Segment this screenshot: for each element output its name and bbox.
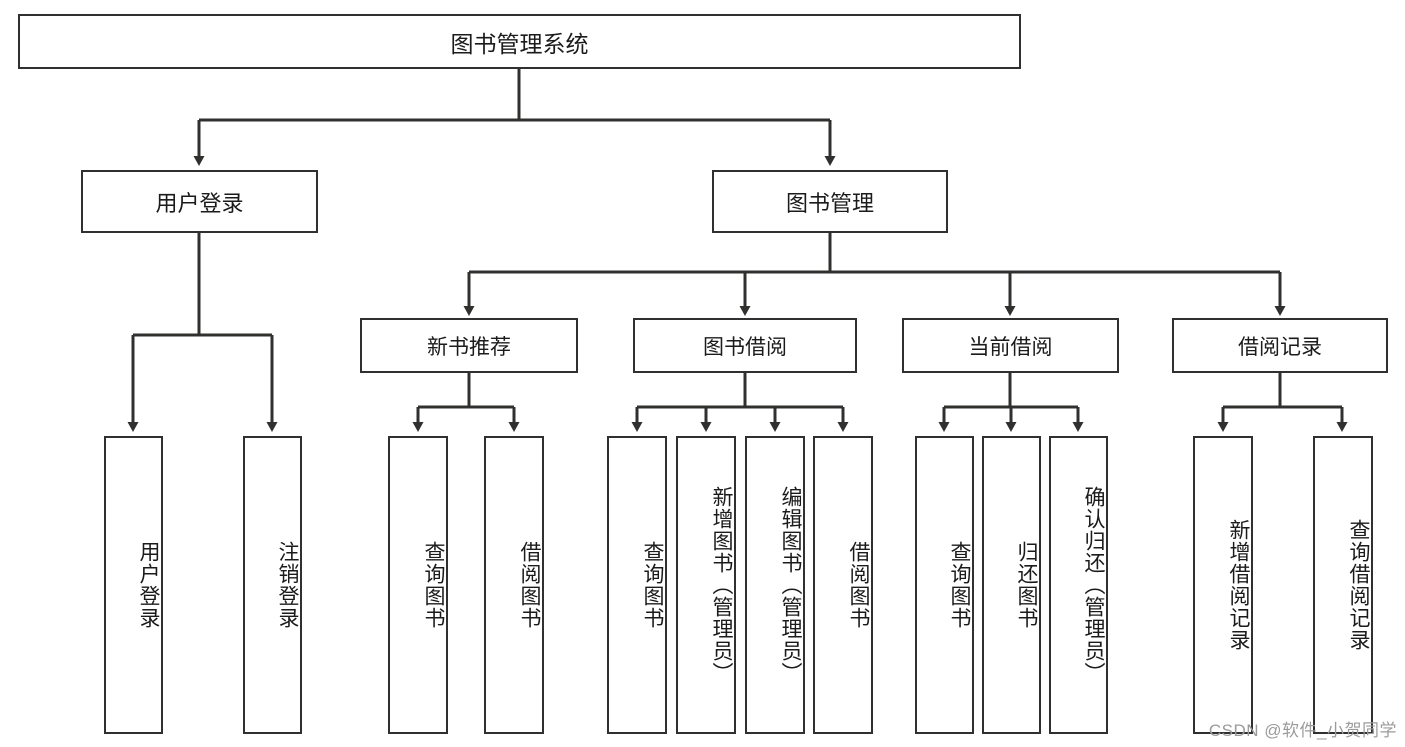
leaf-borrow-borrow-book[interactable]: 借阅图书 bbox=[813, 436, 873, 734]
node-book-borrow[interactable]: 图书借阅 bbox=[633, 318, 857, 373]
node-label: 查询借阅记录 bbox=[1347, 519, 1370, 651]
leaf-borrow-add-book-admin[interactable]: 新增图书（管理员） bbox=[676, 436, 736, 734]
node-current-borrow[interactable]: 当前借阅 bbox=[902, 318, 1119, 373]
node-label: 图书管理 bbox=[785, 190, 874, 216]
node-label: 归还图书 bbox=[1015, 541, 1038, 629]
node-label: 借阅图书 bbox=[518, 541, 541, 629]
node-label: 查询图书 bbox=[422, 541, 445, 629]
leaf-newbook-borrow-book[interactable]: 借阅图书 bbox=[484, 436, 544, 734]
node-book-management[interactable]: 图书管理 bbox=[712, 170, 948, 233]
node-label: 借阅记录 bbox=[1238, 335, 1322, 359]
node-label: 新增借阅记录 bbox=[1227, 519, 1250, 651]
node-label: 用户登录 bbox=[155, 190, 244, 216]
node-label: 编辑图书（管理员） bbox=[779, 486, 802, 684]
node-label: 确认归还（管理员） bbox=[1082, 486, 1105, 684]
node-label: 新书推荐 bbox=[427, 335, 511, 359]
node-label: 当前借阅 bbox=[968, 335, 1053, 359]
leaf-user-login[interactable]: 用户登录 bbox=[104, 436, 163, 734]
node-label: 用户登录 bbox=[137, 541, 160, 629]
node-root-system[interactable]: 图书管理系统 bbox=[18, 14, 1021, 69]
node-new-book-recommend[interactable]: 新书推荐 bbox=[360, 318, 578, 373]
leaf-logout[interactable]: 注销登录 bbox=[243, 436, 302, 734]
leaf-current-return-book[interactable]: 归还图书 bbox=[982, 436, 1041, 734]
node-label: 查询图书 bbox=[948, 541, 971, 629]
watermark: CSDN @软件_小贺同学 bbox=[1208, 721, 1397, 740]
leaf-borrow-query-book[interactable]: 查询图书 bbox=[607, 436, 667, 734]
node-label: 图书管理系统 bbox=[450, 30, 589, 57]
leaf-current-query-book[interactable]: 查询图书 bbox=[915, 436, 974, 734]
node-user-login[interactable]: 用户登录 bbox=[81, 170, 318, 233]
node-label: 借阅图书 bbox=[847, 541, 870, 629]
leaf-current-confirm-return-admin[interactable]: 确认归还（管理员） bbox=[1049, 436, 1108, 734]
node-label: 图书借阅 bbox=[703, 335, 787, 359]
node-label: 注销登录 bbox=[276, 541, 299, 629]
node-label: 新增图书（管理员） bbox=[710, 486, 733, 684]
leaf-borrow-edit-book-admin[interactable]: 编辑图书（管理员） bbox=[745, 436, 805, 734]
leaf-record-add-record[interactable]: 新增借阅记录 bbox=[1193, 436, 1253, 734]
leaf-record-query-record[interactable]: 查询借阅记录 bbox=[1313, 436, 1373, 734]
node-borrow-record[interactable]: 借阅记录 bbox=[1172, 318, 1388, 373]
leaf-newbook-query-book[interactable]: 查询图书 bbox=[388, 436, 448, 734]
node-label: 查询图书 bbox=[641, 541, 664, 629]
